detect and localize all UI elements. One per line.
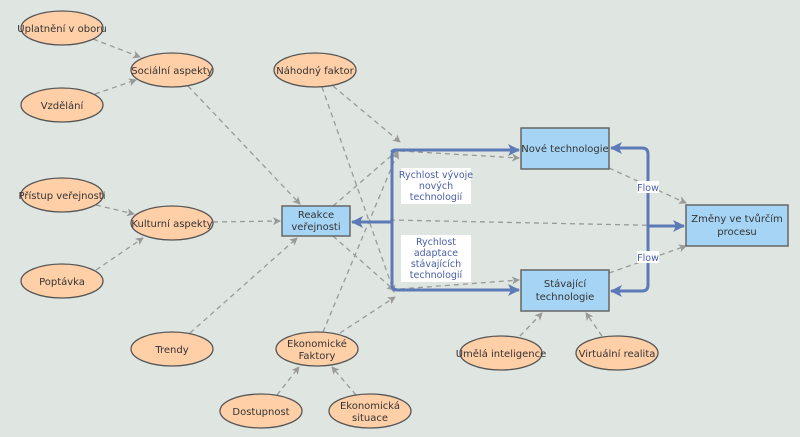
link[interactable] [389, 219, 685, 230]
flow-label-line: stávajících [411, 259, 461, 270]
variable-vzdelani[interactable]: Vzdělání [20, 87, 104, 123]
variable-label: Faktory [299, 351, 336, 362]
flow-label-1[interactable]: Flow [637, 181, 659, 194]
link[interactable] [519, 312, 543, 337]
flow-left-vertical[interactable] [390, 148, 520, 296]
variable-virtualni-realita[interactable]: Virtuální realita [575, 335, 659, 371]
stock-label: Stávající [544, 278, 587, 290]
flow-label-line: adaptace [414, 248, 458, 259]
flow-label-line: nových [419, 181, 453, 192]
variable-label: Dostupnost [232, 407, 289, 418]
link[interactable] [585, 312, 603, 337]
variable-label: Ekonomická [340, 400, 400, 412]
flow-label-vyvoj[interactable]: Rychlost vývoje nových technologií [399, 168, 473, 204]
variable-label: Sociální aspekty [131, 65, 212, 77]
link[interactable] [276, 366, 300, 396]
variable-label: Ekonomické [287, 338, 347, 350]
variable-dostupnost[interactable]: Dostupnost [219, 393, 303, 429]
link[interactable] [321, 86, 396, 293]
link[interactable] [332, 149, 399, 207]
link[interactable] [322, 151, 399, 333]
flow-label-text: Flow [637, 253, 659, 264]
stock-label: veřejnosti [291, 221, 340, 233]
variable-label: Vzdělání [41, 100, 85, 112]
variable-kulturni[interactable]: Kulturní aspekty [130, 205, 214, 241]
variable-trendy[interactable]: Trendy [130, 331, 214, 367]
stock-label: Nové technologie [521, 143, 608, 155]
variable-label: Umělá inteligence [456, 348, 547, 360]
stock-nove-technologie[interactable]: Nové technologie [520, 127, 610, 170]
stock-stavajici-technologie[interactable]: Stávající technologie [520, 269, 610, 312]
variable-label: Trendy [154, 345, 188, 356]
stock-label: technologie [536, 292, 595, 303]
stock-label: Změny ve tvůrčím [691, 213, 783, 225]
variable-umela-inteligence[interactable]: Umělá inteligence [456, 335, 547, 371]
stock-label: Reakce [298, 210, 334, 221]
variable-label: Kulturní aspekty [131, 218, 212, 230]
stock-zmeny-ve-tvurcim-procesu[interactable]: Změny ve tvůrčím procesu [685, 204, 789, 247]
variable-label: Náhodný faktor [276, 65, 354, 77]
link[interactable] [95, 204, 135, 217]
variable-poptavka[interactable]: Poptávka [20, 263, 104, 299]
flow-label-line: Rychlost vývoje [399, 170, 473, 181]
variable-label: Virtuální realita [579, 348, 656, 360]
variable-label: Poptávka [39, 276, 85, 288]
flow-label-line: technologií [410, 192, 463, 203]
flow-label-adaptace[interactable]: Rychlost adaptace stávajících technologi… [401, 235, 471, 282]
variable-label: situace [352, 413, 388, 424]
variable-label: Přístup veřejnosti [19, 190, 106, 202]
flow-label-line: technologií [410, 270, 463, 281]
variable-uplatneni[interactable]: Uplatnění v oboru [17, 10, 107, 46]
link[interactable] [212, 217, 281, 226]
link[interactable] [95, 237, 144, 271]
flow-label-text: Flow [637, 183, 659, 194]
link[interactable] [332, 85, 401, 143]
link[interactable] [189, 237, 298, 334]
link[interactable] [399, 276, 520, 290]
link[interactable] [94, 78, 137, 95]
variable-nahodny[interactable]: Náhodný faktor [273, 52, 357, 88]
link[interactable] [92, 38, 141, 59]
flow-label-2[interactable]: Flow [637, 251, 659, 264]
variable-pristup[interactable]: Přístup veřejnosti [19, 177, 106, 213]
flow-right-vertical[interactable] [611, 146, 650, 293]
link[interactable] [399, 150, 520, 162]
variable-label: Uplatnění v oboru [17, 23, 106, 35]
link[interactable] [332, 235, 395, 291]
flows [351, 142, 685, 297]
variable-socialni[interactable]: Sociální aspekty [130, 52, 214, 88]
link[interactable] [187, 85, 301, 205]
flow-label-line: Rychlost [416, 237, 456, 248]
stock-label: procesu [717, 227, 757, 238]
link[interactable] [331, 366, 357, 396]
link[interactable] [339, 296, 396, 334]
